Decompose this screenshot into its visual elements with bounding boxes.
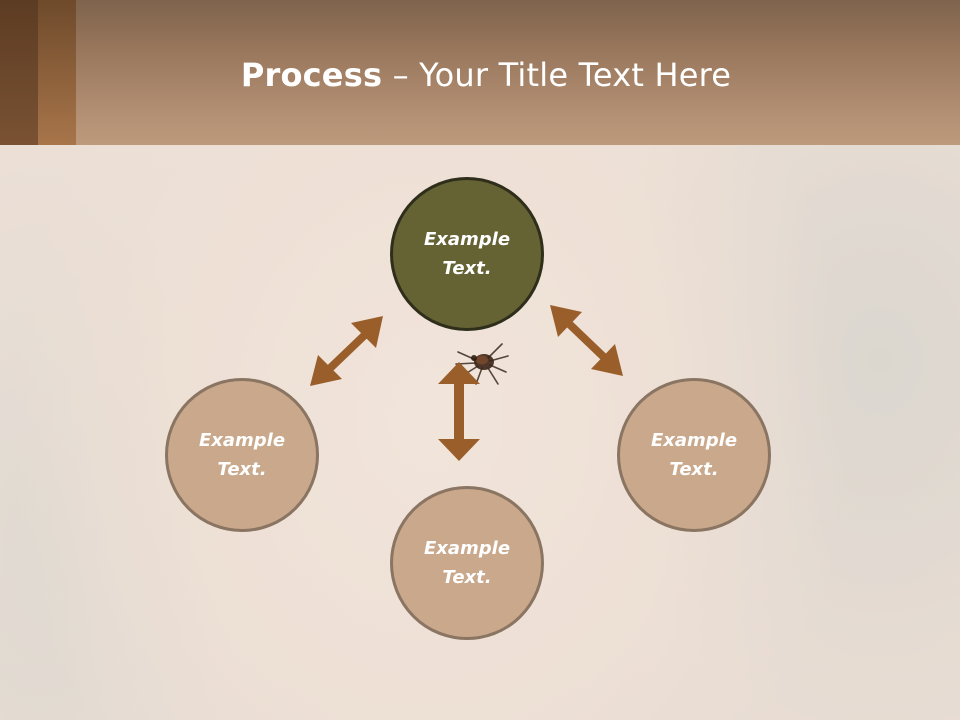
- tick-insect-icon: [455, 343, 509, 385]
- slide-title-bold: Process: [240, 56, 383, 94]
- process-node-left: Example Text.: [165, 378, 319, 532]
- process-node-top: Example Text.: [390, 177, 544, 331]
- slide-title: Process – Your Title Text Here: [76, 48, 896, 102]
- process-node-bottom: Example Text.: [390, 486, 544, 640]
- process-node-bottom-label: Example Text.: [423, 538, 511, 588]
- header-accent-dark: [0, 0, 38, 145]
- process-node-right: Example Text.: [617, 378, 771, 532]
- process-node-right-label: Example Text.: [650, 430, 738, 480]
- slide-title-rest: – Your Title Text Here: [382, 56, 732, 94]
- process-node-top-label: Example Text.: [423, 229, 511, 279]
- header-band: Process – Your Title Text Here: [0, 0, 960, 145]
- header-accent-mid: [38, 0, 76, 145]
- process-node-left-label: Example Text.: [198, 430, 286, 480]
